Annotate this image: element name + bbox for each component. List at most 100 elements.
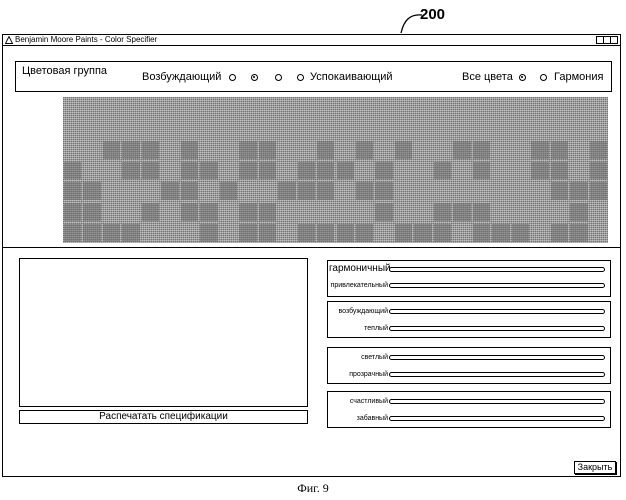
color-swatch[interactable]: [570, 203, 587, 221]
color-swatch[interactable]: [512, 224, 529, 242]
color-swatch[interactable]: [142, 162, 159, 180]
section-divider: [3, 247, 620, 248]
mood-radio-4[interactable]: [297, 74, 304, 81]
color-swatch[interactable]: [239, 203, 256, 221]
color-swatch[interactable]: [473, 203, 490, 221]
window-title: Benjamin Moore Paints - Color Specifier: [15, 35, 157, 45]
color-swatch[interactable]: [590, 182, 607, 200]
calming-label: Успокаивающий: [310, 71, 393, 83]
color-swatch[interactable]: [200, 162, 217, 180]
color-swatch[interactable]: [473, 162, 490, 180]
color-swatch[interactable]: [590, 141, 607, 159]
color-swatch[interactable]: [83, 224, 100, 242]
color-swatch[interactable]: [434, 224, 451, 242]
close-window-icon[interactable]: [610, 37, 617, 43]
color-swatch[interactable]: [259, 141, 276, 159]
color-swatch[interactable]: [142, 141, 159, 159]
color-swatch[interactable]: [570, 182, 587, 200]
color-swatch[interactable]: [473, 141, 490, 159]
color-swatch[interactable]: [64, 224, 81, 242]
print-specifications-button[interactable]: Распечатать спецификации: [19, 410, 308, 424]
color-swatch[interactable]: [200, 203, 217, 221]
color-swatch[interactable]: [453, 203, 470, 221]
color-swatch[interactable]: [317, 141, 334, 159]
color-swatch[interactable]: [64, 182, 81, 200]
color-swatch[interactable]: [298, 224, 315, 242]
color-swatch[interactable]: [375, 182, 392, 200]
color-swatch[interactable]: [122, 141, 139, 159]
title-bar[interactable]: Benjamin Moore Paints - Color Specifier: [3, 35, 620, 46]
color-swatch[interactable]: [142, 203, 159, 221]
slider-exciting[interactable]: [389, 309, 605, 314]
slider-harmonious[interactable]: [389, 267, 605, 272]
color-swatch[interactable]: [551, 141, 568, 159]
slider-fun[interactable]: [389, 416, 605, 421]
slider-warm[interactable]: [389, 326, 605, 331]
color-swatch[interactable]: [531, 141, 548, 159]
color-swatch[interactable]: [259, 224, 276, 242]
color-swatch-grid[interactable]: [63, 97, 608, 243]
color-swatch[interactable]: [259, 203, 276, 221]
slider-light[interactable]: [389, 355, 605, 360]
all-colors-radio[interactable]: [519, 74, 526, 81]
color-swatch[interactable]: [551, 182, 568, 200]
color-swatch[interactable]: [181, 141, 198, 159]
slider-label-harmonious: гармоничный: [329, 264, 389, 273]
slider-happy[interactable]: [389, 399, 605, 404]
color-swatch[interactable]: [83, 203, 100, 221]
color-swatch[interactable]: [278, 182, 295, 200]
color-swatch[interactable]: [317, 224, 334, 242]
color-swatch[interactable]: [356, 224, 373, 242]
color-swatch[interactable]: [317, 162, 334, 180]
color-swatch[interactable]: [161, 182, 178, 200]
color-swatch[interactable]: [531, 162, 548, 180]
color-swatch[interactable]: [395, 141, 412, 159]
color-swatch[interactable]: [64, 203, 81, 221]
color-swatch[interactable]: [103, 141, 120, 159]
color-swatch[interactable]: [590, 162, 607, 180]
slider-transparent[interactable]: [389, 372, 605, 377]
color-swatch[interactable]: [356, 182, 373, 200]
mood-radio-3[interactable]: [275, 74, 282, 81]
color-swatch[interactable]: [103, 224, 120, 242]
color-swatch[interactable]: [570, 224, 587, 242]
color-swatch[interactable]: [122, 224, 139, 242]
color-swatch[interactable]: [317, 182, 334, 200]
color-swatch[interactable]: [395, 224, 412, 242]
color-swatch[interactable]: [181, 162, 198, 180]
color-swatch[interactable]: [375, 203, 392, 221]
color-swatch[interactable]: [492, 224, 509, 242]
slider-attractive[interactable]: [389, 283, 605, 288]
color-swatch[interactable]: [298, 182, 315, 200]
color-swatch[interactable]: [551, 162, 568, 180]
harmony-radio[interactable]: [540, 74, 547, 81]
close-button[interactable]: Закрыть: [574, 461, 616, 474]
color-swatch[interactable]: [453, 141, 470, 159]
color-swatch[interactable]: [122, 162, 139, 180]
color-swatch[interactable]: [200, 224, 217, 242]
color-swatch[interactable]: [356, 141, 373, 159]
color-swatch[interactable]: [298, 162, 315, 180]
color-swatch[interactable]: [259, 162, 276, 180]
color-swatch[interactable]: [64, 162, 81, 180]
window-controls: [596, 36, 618, 44]
color-swatch[interactable]: [239, 162, 256, 180]
color-swatch[interactable]: [239, 224, 256, 242]
color-swatch[interactable]: [375, 162, 392, 180]
mood-radio-2[interactable]: [251, 74, 258, 81]
maximize-icon[interactable]: [603, 37, 610, 43]
color-swatch[interactable]: [551, 224, 568, 242]
color-swatch[interactable]: [434, 162, 451, 180]
color-swatch[interactable]: [220, 182, 237, 200]
color-swatch[interactable]: [181, 203, 198, 221]
color-swatch[interactable]: [434, 203, 451, 221]
all-colors-label: Все цвета: [462, 71, 513, 83]
color-swatch[interactable]: [83, 182, 100, 200]
color-swatch[interactable]: [181, 182, 198, 200]
color-swatch[interactable]: [337, 224, 354, 242]
color-swatch[interactable]: [337, 162, 354, 180]
mood-radio-1[interactable]: [229, 74, 236, 81]
color-swatch[interactable]: [239, 141, 256, 159]
color-swatch[interactable]: [473, 224, 490, 242]
color-swatch[interactable]: [414, 224, 431, 242]
